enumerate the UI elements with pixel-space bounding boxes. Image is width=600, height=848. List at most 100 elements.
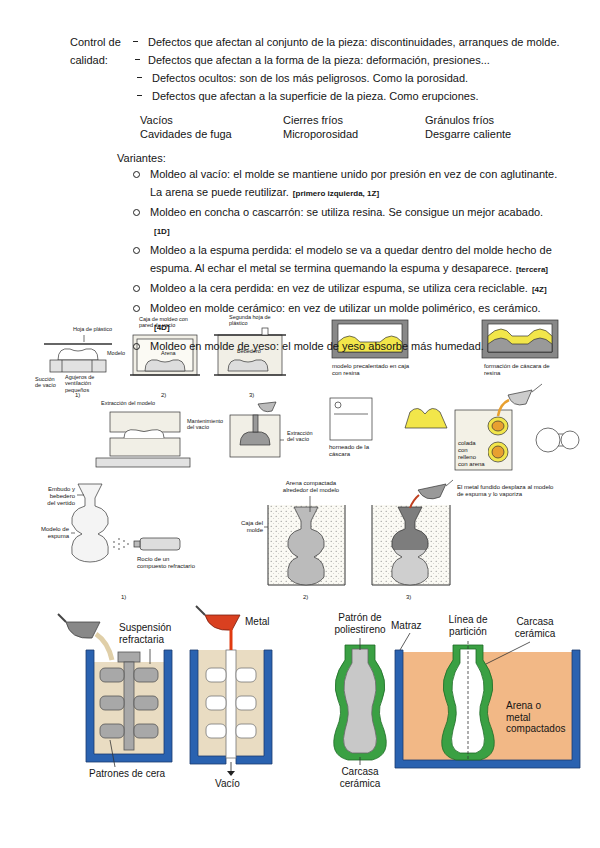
shell-molding-figure-ellipse	[492, 421, 504, 431]
lost-wax-figure-g-rect	[100, 696, 124, 710]
list-item: Moldeo en molde cerámico: en vez de util…	[133, 299, 558, 337]
figure-label: Arena compactada alrededor del modelo	[275, 480, 347, 494]
step-number: 3)	[405, 594, 419, 601]
figure-ref: [4D]	[154, 323, 170, 332]
ceramic-mold-figure-line	[360, 757, 361, 765]
lost-foam-figure-g-circle	[113, 541, 115, 543]
figure-label: formación de cáscara de resina	[483, 363, 561, 377]
shell-molding-figure-rect	[332, 320, 408, 358]
vacuum-molding-figure-path	[124, 430, 164, 438]
lost-foam-figure-path	[268, 505, 345, 585]
figure-label: modelo precalentado en caja con resina	[331, 363, 411, 377]
figure-label: Embudo y bebedero del vertido	[40, 486, 76, 507]
vacuum-molding-figure-line	[280, 440, 284, 441]
lost-foam-figure-g-circle	[118, 538, 120, 540]
list-item: Moldeo al vacío: el molde se mantiene un…	[133, 165, 558, 203]
lost-foam-figure-rect	[134, 541, 140, 547]
figure-label: Caja de moldeo con pared de vacío	[138, 316, 204, 329]
variant-item: Moldeo en molde cerámico: en vez de util…	[150, 302, 541, 314]
figure-label: horneado de la cáscara	[328, 444, 378, 458]
figure-ref: [4Z]	[532, 285, 547, 294]
lost-foam-figure-line	[446, 480, 453, 486]
ceramic-mold-figure-line	[486, 642, 530, 664]
figure-label: Mantenimiento del vacío	[186, 418, 222, 431]
lost-foam-figure-path	[410, 495, 419, 508]
step-number: 3)	[248, 392, 262, 399]
lost-wax-figure-line	[231, 762, 232, 771]
shell-molding-figure-ellipse	[488, 417, 508, 435]
bullet-circle	[133, 209, 140, 216]
shell-molding-figure-line	[334, 414, 368, 415]
lost-foam-figure	[71, 480, 453, 585]
table-cell: Desgarre caliente	[425, 127, 555, 141]
lost-foam-figure-g-circle	[118, 548, 120, 550]
shell-molding-figure-rect	[455, 410, 512, 470]
bullet-circle	[133, 343, 140, 350]
lost-wax-figure-g	[100, 652, 158, 750]
figure-label: Matraz	[390, 620, 436, 632]
lost-wax-figure-path	[190, 650, 272, 764]
figure-label: Rocío de un compuesto refractario	[136, 556, 200, 570]
lost-wax-figure-rect	[94, 662, 164, 754]
lost-wax-figure-path	[227, 771, 235, 776]
figure-label: El metal fundido desplaza al modelo de e…	[456, 484, 556, 498]
lost-wax-figure-g-rect	[236, 724, 256, 738]
defect-item: Defectos que afectan al conjunto de la p…	[148, 34, 588, 50]
bullet-circle	[133, 285, 140, 292]
lost-wax-figure-g-rect	[100, 724, 124, 738]
vacuum-molding-figure-line	[214, 374, 286, 375]
variant-item: Moldeo en molde de yeso: el molde de yes…	[150, 340, 484, 352]
figure-label: Metal	[244, 616, 284, 628]
lost-wax-figure-g-rect	[134, 668, 158, 682]
lost-foam-figure-line	[264, 527, 268, 528]
lost-foam-figure-rect	[268, 505, 345, 585]
figure-label: Modelo	[106, 350, 130, 356]
list-item: Moldeo en molde de yeso: el molde de yes…	[133, 337, 558, 355]
lost-wax-figure-g-rect	[236, 696, 256, 710]
ceramic-mold-figure-line	[360, 638, 361, 650]
variants-list: Moldeo al vacío: el molde se mantiene un…	[133, 165, 558, 355]
vacuum-molding-figure-line	[130, 374, 200, 375]
lost-wax-figure	[58, 606, 272, 776]
figure-label: Vacío	[214, 778, 254, 790]
lost-wax-figure-g-rect	[206, 724, 226, 738]
lost-wax-figure-line	[110, 740, 115, 767]
lost-foam-figure-g-circle	[113, 546, 115, 548]
shell-molding-figure-path	[498, 400, 509, 416]
variant-item: Moldeo en concha o cascarrón: se utiliza…	[150, 206, 543, 218]
subheading: Variantes:	[117, 151, 217, 165]
vacuum-molding-figure-path	[58, 349, 98, 360]
figure-ref: [tercera]	[516, 265, 548, 274]
figure-label: colada con relleno con arena	[457, 440, 488, 468]
vacuum-molding-figure-path	[145, 360, 185, 371]
lost-foam-figure-line	[71, 533, 75, 534]
lost-wax-figure-path	[230, 628, 233, 650]
step-number: 2)	[160, 392, 174, 399]
vacuum-molding-figure-line	[84, 335, 85, 342]
lost-foam-figure-use	[288, 507, 325, 585]
shell-molding-figure-rect	[482, 320, 558, 358]
vacuum-molding-figure-line	[214, 334, 286, 335]
step-number: 1)	[74, 392, 88, 399]
figure-label: Suspensión refractaria	[118, 622, 198, 645]
shell-molding-figure-circle	[335, 402, 341, 408]
shell-molding-figure-path	[488, 329, 552, 352]
figure-label: Agujeros de ventilación pequeños	[64, 374, 116, 393]
ceramic-mold-figure-line	[468, 641, 469, 760]
ceramic-mold-figure-use	[334, 645, 387, 760]
lost-wax-figure-g-rect	[206, 696, 226, 710]
lost-wax-figure-g-rect	[226, 650, 236, 758]
figure-ref: [primero izquierda, 1Z]	[293, 189, 379, 198]
vacuum-molding-figure-line	[62, 360, 63, 372]
lost-wax-figure-g-rect	[206, 668, 226, 682]
ceramic-mold-figure	[334, 633, 580, 768]
defect-item: Defectos ocultos: son de los más peligro…	[152, 70, 592, 86]
figure-label: Carcasa cerámica	[328, 766, 392, 789]
vacuum-molding-figure-rect	[253, 415, 258, 432]
ceramic-mold-figure-line	[400, 633, 410, 650]
lost-foam-figure-rect	[140, 538, 180, 550]
vacuum-molding-figure-rect	[230, 415, 280, 457]
variant-item: Moldeo a la cera perdida: en vez de util…	[150, 282, 528, 294]
shell-molding-figure-ellipse	[488, 442, 508, 462]
